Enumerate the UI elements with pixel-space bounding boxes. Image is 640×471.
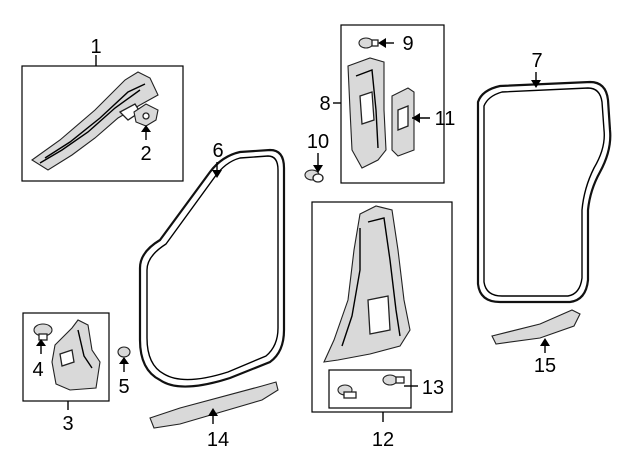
center-pillar-lower-garnish [323, 205, 411, 363]
group-box-1 [21, 55, 184, 182]
group-box-3 [22, 312, 110, 410]
callout-15: 15 [534, 355, 556, 377]
callout-9: 9 [402, 33, 413, 55]
group-box-8 [333, 24, 445, 184]
callout-7: 7 [531, 50, 542, 72]
callout-5: 5 [118, 376, 129, 398]
callout-14: 14 [207, 429, 229, 451]
callout-8: 8 [319, 93, 330, 115]
rear-door-weatherstrip [476, 72, 612, 304]
screws-part-13 [337, 374, 418, 399]
bolt-part-9 [358, 37, 394, 49]
clip-part-10 [304, 153, 324, 183]
callout-12: 12 [372, 429, 394, 451]
clip-part-4 [33, 323, 53, 354]
callout-3: 3 [62, 413, 73, 435]
lower-garnish-part-3 [51, 319, 101, 391]
a-pillar-garnish [31, 71, 159, 171]
clip-part-2 [133, 103, 159, 140]
bracket-part-11 [391, 87, 430, 157]
callout-2: 2 [140, 143, 151, 165]
callout-11: 11 [435, 108, 456, 130]
grommet-part-5 [117, 346, 131, 372]
callout-6: 6 [212, 140, 223, 162]
center-pillar-upper-garnish [347, 57, 387, 169]
callout-4: 4 [32, 359, 43, 381]
front-scuff-plate [149, 381, 279, 429]
group-box-12 [311, 201, 453, 422]
callout-13: 13 [422, 377, 444, 399]
callout-10: 10 [307, 131, 329, 153]
callout-1: 1 [90, 36, 101, 58]
front-door-weatherstrip [138, 148, 286, 388]
rear-scuff-plate [491, 309, 581, 353]
